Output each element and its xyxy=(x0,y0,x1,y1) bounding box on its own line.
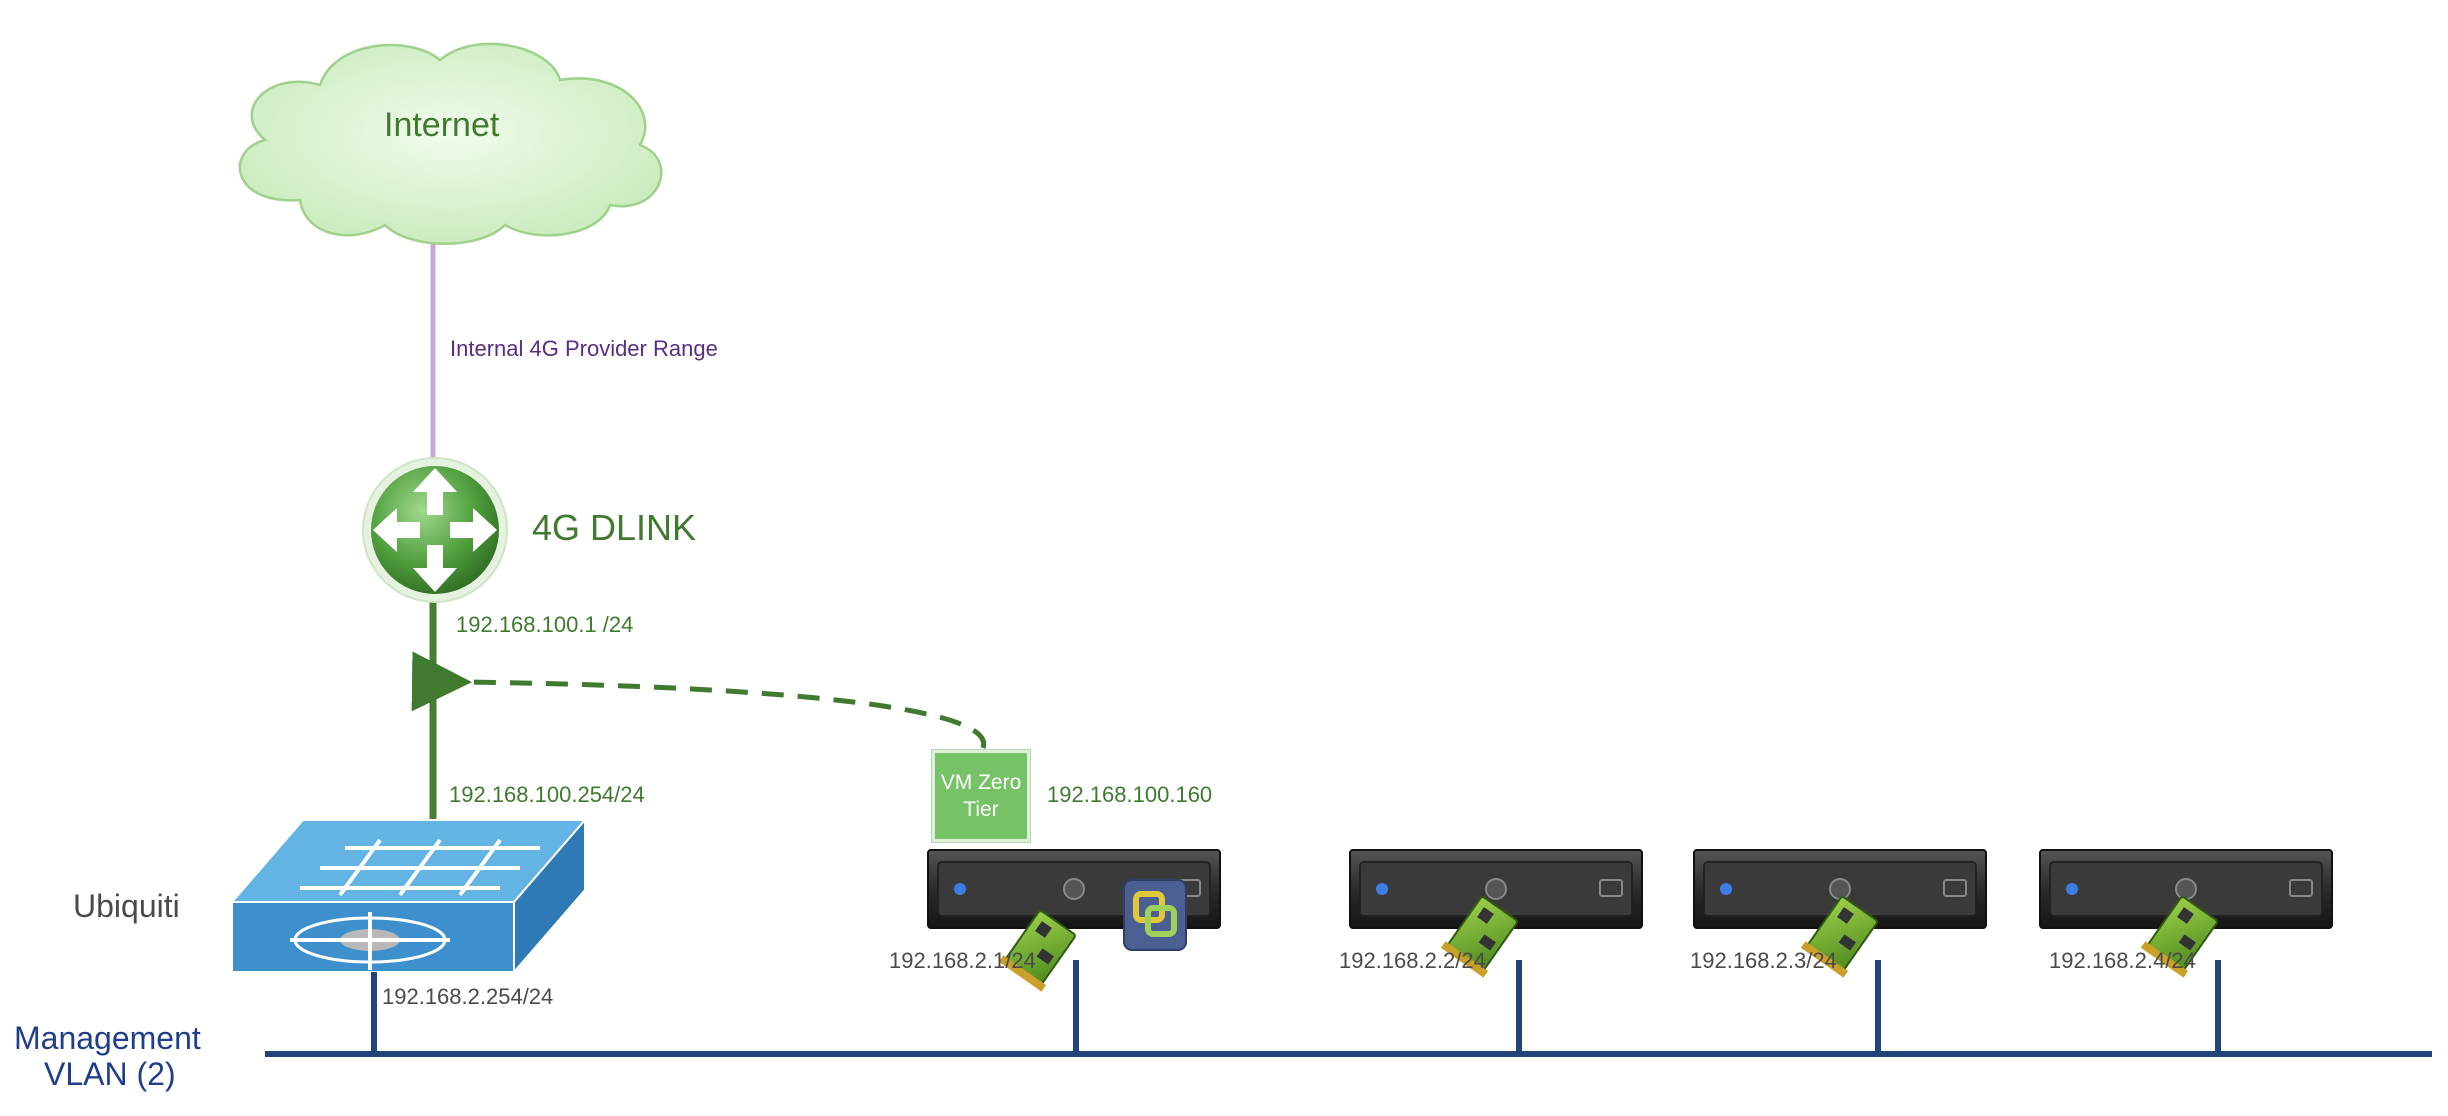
router-label: 4G DLINK xyxy=(532,507,697,548)
switch-label: Ubiquiti xyxy=(73,888,180,924)
cloud-label: Internet xyxy=(384,106,500,144)
vm-label: VM Zero Tier xyxy=(940,771,1022,821)
nic-icon xyxy=(2140,896,2218,978)
nic-icon xyxy=(998,910,1076,992)
nic-icon xyxy=(1800,896,1878,978)
wan-link-label: Internal 4G Provider Range xyxy=(450,336,718,361)
vlan-label-line2: VLAN (2) xyxy=(44,1056,176,1092)
vlan-label-line1: Management xyxy=(14,1020,201,1056)
switch-uplink-ip: 192.168.100.254/24 xyxy=(449,782,645,807)
host-ip: 192.168.2.1/24 xyxy=(889,948,1036,973)
zerotier-path xyxy=(411,651,987,749)
host-ip: 192.168.2.3/24 xyxy=(1690,948,1837,973)
host-ip: 192.168.2.4/24 xyxy=(2049,948,2196,973)
router-icon xyxy=(362,457,508,603)
vsphere-icon xyxy=(1123,879,1187,951)
vm-zero-tier-box: VM Zero Tier xyxy=(932,750,1030,842)
nic-icon xyxy=(1440,896,1518,978)
switch-icon xyxy=(229,817,588,975)
switch-mgmt-ip: 192.168.2.254/24 xyxy=(382,984,554,1009)
router-lan-ip: 192.168.100.1 /24 xyxy=(456,612,634,637)
cloud-icon xyxy=(238,42,663,245)
host-ip: 192.168.2.2/24 xyxy=(1339,948,1486,973)
vm-ip: 192.168.100.160 xyxy=(1047,782,1213,807)
server-icon xyxy=(1693,849,1987,929)
